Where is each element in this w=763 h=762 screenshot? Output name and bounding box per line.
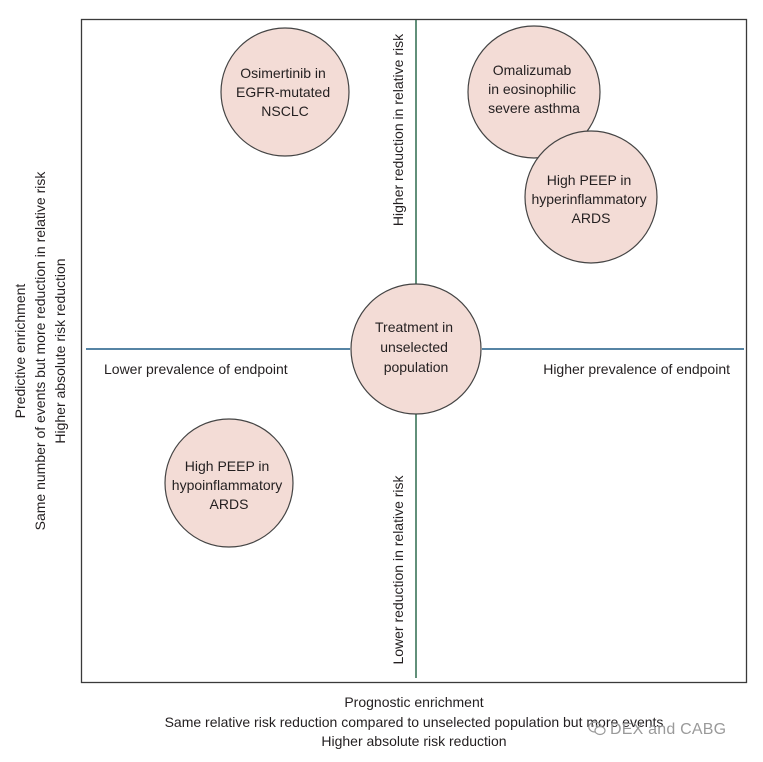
bubble-osimertinib: Osimertinib in EGFR-mutated NSCLC bbox=[220, 27, 350, 157]
bubble-osimertinib-label: Osimertinib in EGFR-mutated NSCLC bbox=[236, 65, 334, 119]
bottom-axis-title-line-3: Higher absolute risk reduction bbox=[321, 733, 506, 749]
bubble-omalizumab-label: Omalizumab in eosinophilic severe asthma bbox=[488, 62, 580, 116]
bottom-axis-title-line-2: Same relative risk reduction compared to… bbox=[165, 714, 664, 730]
bubble-center: Treatment in unselected population bbox=[350, 283, 482, 415]
bubble-center-label: Treatment in unselected population bbox=[375, 319, 457, 375]
bottom-end-label: Lower reduction in relative risk bbox=[390, 474, 406, 664]
left-end-label: Lower prevalence of endpoint bbox=[104, 361, 288, 377]
wechat-icon bbox=[588, 721, 606, 736]
left-axis-title-line-3: Higher absolute risk reduction bbox=[52, 258, 68, 443]
plot-frame bbox=[80, 18, 748, 684]
bubble-peep-hypo: High PEEP in hypoinflammatory ARDS bbox=[164, 418, 294, 548]
bubble-peep-hyper: High PEEP in hyperinflammatory ARDS bbox=[524, 130, 658, 264]
bubble-omalizumab: Omalizumab in eosinophilic severe asthma bbox=[467, 25, 601, 159]
bubble-peep-hypo-label: High PEEP in hypoinflammatory ARDS bbox=[172, 458, 286, 512]
bottom-axis-title-line-1: Prognostic enrichment bbox=[344, 694, 483, 710]
bubble-peep-hyper-label: High PEEP in hyperinflammatory ARDS bbox=[531, 172, 650, 226]
right-end-label: Higher prevalence of endpoint bbox=[543, 361, 730, 377]
watermark: DEX and CABG bbox=[588, 721, 726, 739]
left-axis-title: Predictive enrichment Same number of eve… bbox=[12, 171, 68, 531]
left-axis-title-line-2: Same number of events but more reduction… bbox=[32, 171, 48, 531]
bottom-axis-title: Prognostic enrichment Same relative risk… bbox=[165, 694, 664, 749]
left-axis-title-line-1: Predictive enrichment bbox=[12, 284, 28, 419]
watermark-text: DEX and CABG bbox=[610, 721, 727, 738]
top-end-label: Higher reduction in relative risk bbox=[390, 33, 406, 226]
